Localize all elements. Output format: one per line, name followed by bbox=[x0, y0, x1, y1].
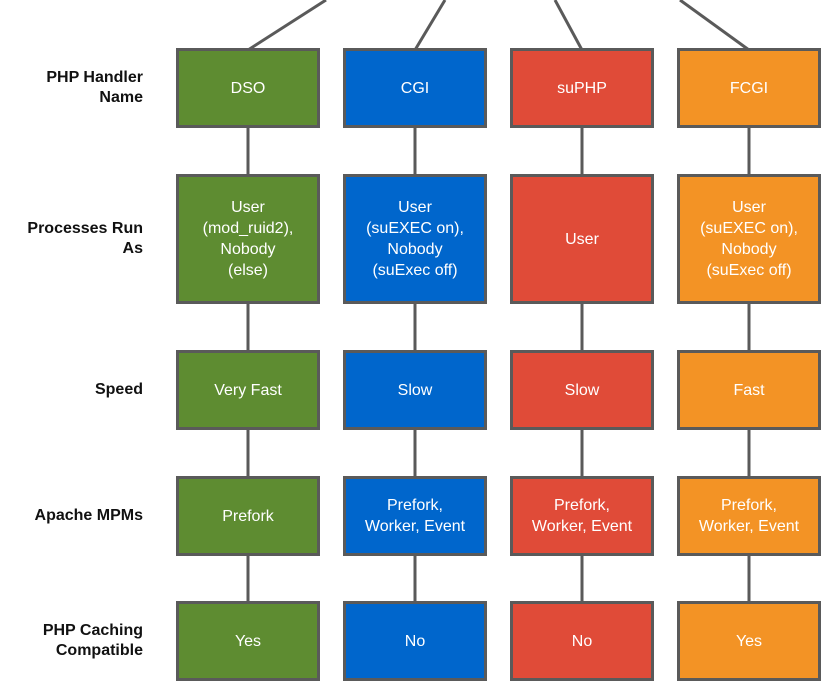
dso-processes-run-as-cell: User (mod_ruid2), Nobody (else) bbox=[176, 174, 320, 304]
row-label-php-caching-compatible: PHP Caching Compatible bbox=[42, 622, 143, 659]
dso-handler-name-text: DSO bbox=[230, 79, 266, 97]
top-connector-fcgi bbox=[679, 0, 750, 52]
fcgi-processes-run-as-text: User (suEXEC on), Nobody (suExec off) bbox=[700, 199, 798, 279]
fcgi-apache-mpms-text: Prefork, Worker, Event bbox=[698, 497, 800, 535]
cgi-handler-name-cell: CGI bbox=[343, 48, 487, 128]
dso-processes-run-as-text: User (mod_ruid2), Nobody (else) bbox=[202, 199, 294, 279]
suphp-speed-text: Slow bbox=[564, 381, 600, 399]
suphp-php-caching-text: No bbox=[571, 633, 593, 650]
dso-php-caching-text: Yes bbox=[234, 633, 262, 650]
cgi-php-caching-cell: No bbox=[343, 601, 487, 681]
top-connector-suphp bbox=[553, 0, 584, 51]
row-label-processes-run-as: Processes Run As bbox=[27, 220, 143, 257]
top-connector-cgi bbox=[413, 0, 447, 51]
fcgi-speed-text: Fast bbox=[733, 381, 765, 399]
fcgi-handler-name-cell: FCGI bbox=[677, 48, 821, 128]
cgi-apache-mpms-cell: Prefork, Worker, Event bbox=[343, 476, 487, 556]
suphp-speed-cell: Slow bbox=[510, 350, 654, 430]
cgi-speed-text: Slow bbox=[397, 381, 433, 399]
suphp-handler-name-text: suPHP bbox=[557, 79, 607, 97]
fcgi-handler-name-text: FCGI bbox=[729, 79, 769, 97]
dso-php-caching-cell: Yes bbox=[176, 601, 320, 681]
dso-handler-name-cell: DSO bbox=[176, 48, 320, 128]
fcgi-php-caching-text: Yes bbox=[735, 633, 763, 650]
fcgi-processes-run-as-cell: User (suEXEC on), Nobody (suExec off) bbox=[677, 174, 821, 304]
fcgi-apache-mpms-cell: Prefork, Worker, Event bbox=[677, 476, 821, 556]
cgi-php-caching-text: No bbox=[404, 633, 426, 650]
dso-apache-mpms-cell: Prefork bbox=[176, 476, 320, 556]
suphp-processes-run-as-text: User bbox=[565, 230, 599, 248]
top-connector-dso bbox=[247, 0, 327, 52]
suphp-processes-run-as-cell: User bbox=[510, 174, 654, 304]
row-label-php-handler-name: PHP Handler Name bbox=[46, 69, 143, 106]
cgi-speed-cell: Slow bbox=[343, 350, 487, 430]
dso-speed-cell: Very Fast bbox=[176, 350, 320, 430]
cgi-processes-run-as-text: User (suEXEC on), Nobody (suExec off) bbox=[366, 199, 464, 279]
cgi-handler-name-text: CGI bbox=[400, 79, 430, 97]
suphp-handler-name-cell: suPHP bbox=[510, 48, 654, 128]
row-label-speed: Speed bbox=[94, 381, 143, 398]
suphp-apache-mpms-cell: Prefork, Worker, Event bbox=[510, 476, 654, 556]
fcgi-speed-cell: Fast bbox=[677, 350, 821, 430]
dso-apache-mpms-text: Prefork bbox=[222, 507, 274, 525]
cgi-processes-run-as-cell: User (suEXEC on), Nobody (suExec off) bbox=[343, 174, 487, 304]
dso-speed-text: Very Fast bbox=[214, 381, 282, 399]
row-label-apache-mpms: Apache MPMs bbox=[34, 507, 143, 524]
suphp-php-caching-cell: No bbox=[510, 601, 654, 681]
suphp-apache-mpms-text: Prefork, Worker, Event bbox=[531, 497, 633, 535]
fcgi-php-caching-cell: Yes bbox=[677, 601, 821, 681]
cgi-apache-mpms-text: Prefork, Worker, Event bbox=[364, 497, 466, 535]
